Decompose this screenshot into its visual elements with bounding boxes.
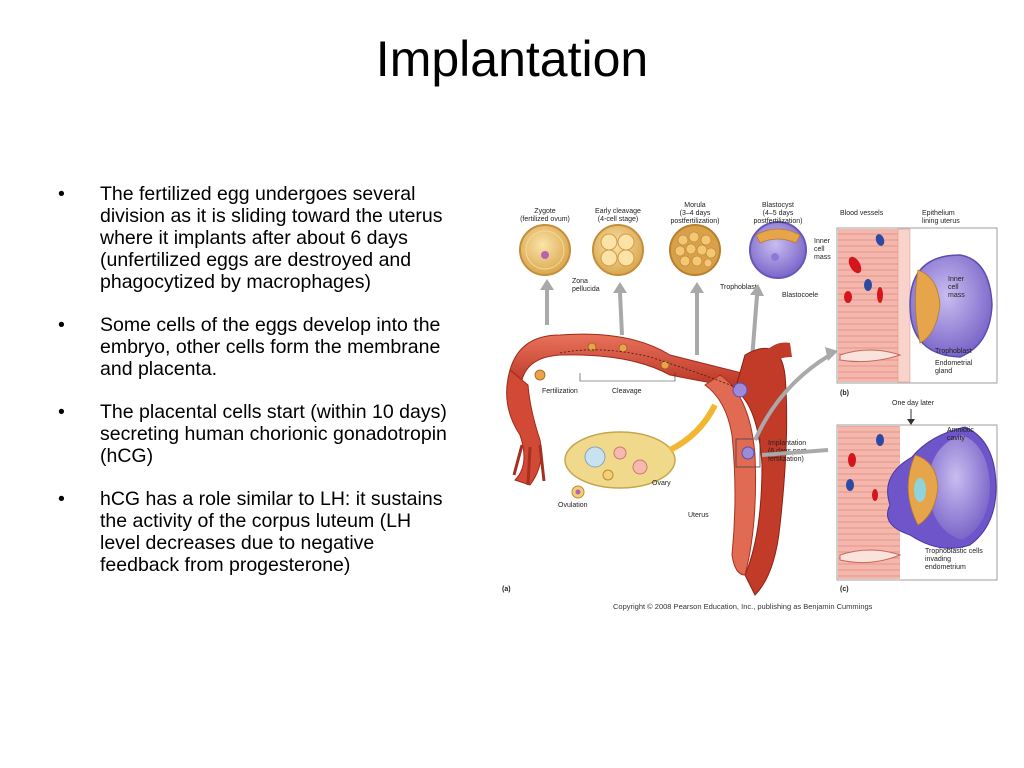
zona-label: Zona	[572, 278, 588, 285]
uterus-label: Uterus	[688, 512, 709, 519]
panel-b-image	[836, 227, 998, 384]
stage-label: Blastocyst	[762, 202, 794, 209]
inner-cell-mass-label: mass	[814, 254, 831, 261]
amniotic-cavity-label: Amniotic	[947, 427, 974, 434]
panel-a-label: (a)	[502, 586, 511, 593]
morula-cell	[669, 224, 721, 276]
blood-vessels-label: Blood vessels	[840, 210, 884, 217]
stage-sublabel: (3–4 days	[680, 210, 711, 217]
trophoblastic-cells-label: Trophoblastic cells	[925, 548, 983, 555]
blastocyst-cell	[749, 221, 807, 279]
stage-label: Early cleavage	[595, 208, 641, 215]
b-trophoblast-label: Trophoblast	[935, 348, 972, 355]
one-day-later-label: One day later	[892, 400, 935, 407]
implantation-diagram: Zygote (fertilized ovum) Early cleavage …	[500, 195, 1000, 615]
inner-cell-mass-label: Inner	[814, 238, 831, 245]
amniotic-cavity-label: cavity	[947, 435, 965, 442]
bullet-item: hCG has a role similar to LH: it sustain…	[58, 488, 453, 576]
endometrial-gland-label: Endometrial	[935, 360, 973, 367]
ovulation-label: Ovulation	[558, 502, 588, 509]
bullet-list: The fertilized egg undergoes several div…	[58, 183, 453, 597]
stage-sublabel: postfertilization)	[753, 218, 802, 225]
bullet-item: The fertilized egg undergoes several div…	[58, 183, 453, 293]
trophoblast-label: Trophoblast	[720, 284, 757, 291]
implantation-label: Implantation	[768, 440, 806, 447]
panel-b-label: (b)	[840, 390, 849, 397]
uterus-anatomy	[506, 333, 792, 596]
panel-c-image	[836, 424, 998, 581]
inner-cell-mass-label: cell	[814, 246, 825, 253]
epithelium-label: Epithelium	[922, 210, 955, 217]
trophoblastic-cells-label: endometrium	[925, 564, 966, 571]
fertilization-label: Fertilization	[542, 388, 578, 395]
stage-sublabel: (4–5 days	[763, 210, 794, 217]
zona-label: pellucida	[572, 286, 600, 293]
epithelium-label: lining uterus	[922, 218, 960, 225]
bullet-item: Some cells of the eggs develop into the …	[58, 314, 453, 380]
cleavage-label: Cleavage	[612, 388, 642, 395]
panel-c-label: (c)	[840, 586, 849, 593]
blastocoele-label: Blastocoele	[782, 292, 818, 299]
copyright-text: Copyright © 2008 Pearson Education, Inc.…	[613, 602, 873, 611]
early-cleavage-cell	[592, 224, 644, 276]
trophoblastic-cells-label: invading	[925, 556, 951, 563]
bullet-item: The placental cells start (within 10 day…	[58, 401, 453, 467]
b-inner-cell-mass-label: Inner	[948, 276, 965, 283]
stage-sublabel: (fertilized ovum)	[520, 216, 570, 223]
stage-sublabel: (4-cell stage)	[598, 216, 638, 223]
slide-title: Implantation	[375, 31, 649, 87]
stage-label: Zygote	[534, 208, 556, 215]
b-inner-cell-mass-label: mass	[948, 292, 965, 299]
ovary-label: Ovary	[652, 480, 671, 487]
stage-sublabel: postfertilization)	[670, 218, 719, 225]
zygote-cell	[519, 224, 571, 276]
stage-label: Morula	[684, 202, 706, 209]
b-inner-cell-mass-label: cell	[948, 284, 959, 291]
implantation-label: fertilization)	[768, 456, 804, 463]
stage-arrows	[540, 279, 764, 385]
endometrial-gland-label: gland	[935, 368, 952, 375]
